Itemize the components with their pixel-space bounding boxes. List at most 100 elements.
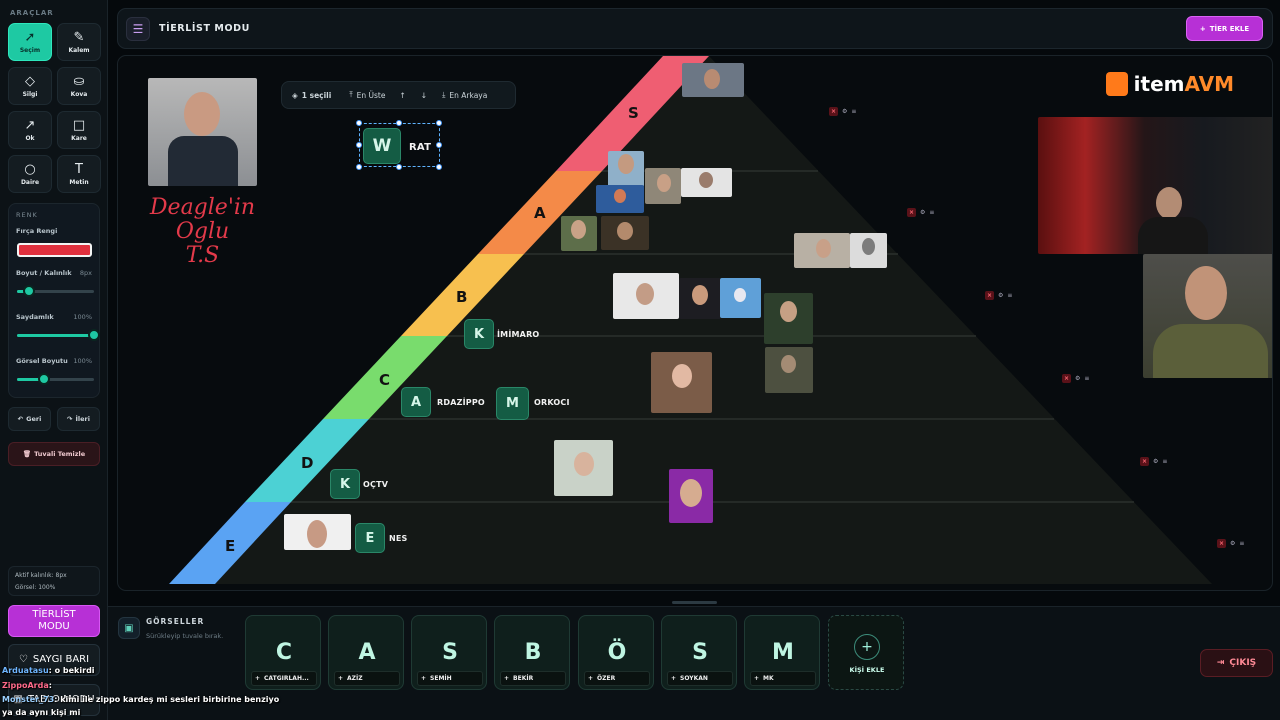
resize-handle[interactable] bbox=[436, 164, 442, 170]
person-card[interactable]: Ö+ÖZER bbox=[578, 615, 654, 690]
tool-circle[interactable]: ○ Daire bbox=[8, 155, 52, 193]
person-card[interactable]: B+BEKİR bbox=[494, 615, 570, 690]
resize-handle[interactable] bbox=[356, 120, 362, 126]
tool-text[interactable]: T Metin bbox=[57, 155, 101, 193]
tool-select[interactable]: ➚ Seçim bbox=[8, 23, 52, 61]
face bbox=[618, 154, 634, 174]
portrait-face bbox=[1185, 266, 1227, 320]
saygi-bari-label: SAYGI BARI bbox=[32, 654, 90, 665]
drawing-canvas[interactable]: S A B C D E ×⚙≡ ×⚙≡ ×⚙≡ ×⚙≡ ×⚙≡ ×⚙≡ ◈1 s… bbox=[117, 55, 1273, 591]
photo-tile[interactable] bbox=[651, 352, 712, 413]
photo-tile[interactable] bbox=[561, 216, 597, 251]
size-slider[interactable] bbox=[17, 285, 94, 297]
close-icon[interactable]: × bbox=[1062, 374, 1071, 383]
tool-select-label: Seçim bbox=[19, 46, 41, 54]
gear-icon[interactable]: ⚙ bbox=[1075, 375, 1081, 382]
gear-icon[interactable]: ⚙ bbox=[1153, 458, 1159, 465]
photo-tile[interactable] bbox=[608, 151, 644, 187]
person-name: CATGIRLAH... bbox=[264, 675, 309, 682]
photo-tile[interactable] bbox=[682, 63, 744, 97]
photo-tile[interactable] bbox=[554, 440, 613, 496]
photo-tile[interactable] bbox=[613, 273, 679, 319]
tool-square[interactable]: □ Kare bbox=[57, 111, 101, 149]
exit-button[interactable]: ⇥ ÇIKIŞ bbox=[1200, 649, 1273, 677]
tool-arrow[interactable]: ↗ Ok bbox=[8, 111, 52, 149]
person-card[interactable]: S+SOYKAN bbox=[661, 615, 737, 690]
name-card[interactable]: M bbox=[496, 387, 529, 420]
add-tier-button[interactable]: + TİER EKLE bbox=[1186, 16, 1263, 41]
tierlist-mode-button[interactable]: TİERLİST MODU bbox=[8, 605, 100, 637]
redo-button[interactable]: ↷ İleri bbox=[57, 407, 100, 431]
gear-icon[interactable]: ⚙ bbox=[842, 108, 848, 115]
photo-tile[interactable] bbox=[645, 168, 681, 204]
drag-handle-icon[interactable]: ≡ bbox=[929, 209, 935, 216]
tierlist-mode-label: TİERLİST MODU bbox=[32, 609, 76, 632]
drag-handle-icon[interactable]: ≡ bbox=[1162, 458, 1168, 465]
opacity-slider[interactable] bbox=[17, 329, 100, 341]
photo-tile[interactable] bbox=[596, 185, 644, 213]
gear-icon[interactable]: ⚙ bbox=[920, 209, 926, 216]
image-size-slider[interactable] bbox=[17, 373, 94, 385]
brush-color-swatch[interactable] bbox=[17, 243, 92, 257]
drag-handle-icon[interactable]: ≡ bbox=[1007, 292, 1013, 299]
resize-handle[interactable] bbox=[436, 120, 442, 126]
send-to-back-button[interactable]: ⤓En Arkaya bbox=[442, 90, 487, 100]
bring-to-front-button[interactable]: ⤒En Üste bbox=[349, 90, 385, 100]
top-bar: ☰ TİERLİST MODU + TİER EKLE bbox=[117, 8, 1273, 49]
photo-tile[interactable] bbox=[284, 514, 351, 550]
close-icon[interactable]: × bbox=[829, 107, 838, 116]
resize-handle[interactable] bbox=[436, 142, 442, 148]
resize-handle[interactable] bbox=[356, 142, 362, 148]
person-card[interactable]: S+SEMİH bbox=[411, 615, 487, 690]
gear-icon[interactable]: ⚙ bbox=[998, 292, 1004, 299]
photo-tile[interactable] bbox=[850, 233, 887, 268]
photo-tile[interactable] bbox=[720, 278, 761, 318]
brush-color-label: Fırça Rengi bbox=[16, 227, 58, 235]
name-card[interactable]: K bbox=[464, 319, 494, 349]
person-card[interactable]: C+CATGIRLAH... bbox=[245, 615, 321, 690]
drag-handle-icon[interactable]: ≡ bbox=[851, 108, 857, 115]
photo-tile[interactable] bbox=[765, 347, 813, 393]
tool-eraser[interactable]: ◇ Silgi bbox=[8, 67, 52, 105]
photo-tile[interactable] bbox=[764, 293, 813, 344]
close-icon[interactable]: × bbox=[907, 208, 916, 217]
name-card[interactable]: E bbox=[355, 523, 385, 553]
saygi-bari-button[interactable]: ♡ SAYGI BARI bbox=[8, 644, 100, 676]
photo-tile[interactable] bbox=[669, 469, 713, 523]
photo-tile[interactable] bbox=[794, 233, 850, 268]
person-initial: A bbox=[358, 640, 376, 665]
image-size-slider-knob[interactable] bbox=[37, 373, 50, 385]
photo-tile[interactable] bbox=[679, 278, 721, 319]
move-down-button[interactable]: ↓ bbox=[421, 91, 427, 100]
name-card[interactable]: W bbox=[363, 128, 401, 164]
move-up-button[interactable]: ↑ bbox=[399, 91, 405, 100]
tray-resize-handle[interactable] bbox=[672, 601, 717, 604]
portrait-photo[interactable] bbox=[1143, 254, 1272, 378]
list-icon[interactable]: ☰ bbox=[126, 17, 150, 41]
name-card[interactable]: K bbox=[330, 469, 360, 499]
undo-button[interactable]: ↶ Geri bbox=[8, 407, 51, 431]
person-card[interactable]: A+AZİZ bbox=[328, 615, 404, 690]
photo-tile[interactable] bbox=[601, 216, 649, 250]
person-card[interactable]: M+MK bbox=[744, 615, 820, 690]
resize-handle[interactable] bbox=[396, 164, 402, 170]
resize-handle[interactable] bbox=[356, 164, 362, 170]
tablo-mode-button[interactable]: ▦ TABLO MODU bbox=[8, 684, 100, 716]
tool-pencil[interactable]: ✎ Kalem bbox=[57, 23, 101, 61]
drag-handle-icon[interactable]: ≡ bbox=[1084, 375, 1090, 382]
clear-canvas-button[interactable]: 🗑 Tuvali Temizle bbox=[8, 442, 100, 466]
resize-handle[interactable] bbox=[396, 120, 402, 126]
gear-icon[interactable]: ⚙ bbox=[1230, 540, 1236, 547]
tool-square-label: Kare bbox=[71, 134, 87, 142]
close-icon[interactable]: × bbox=[985, 291, 994, 300]
size-slider-knob[interactable] bbox=[22, 285, 35, 297]
add-person-button[interactable]: + KİŞİ EKLE bbox=[828, 615, 904, 690]
close-icon[interactable]: × bbox=[1217, 539, 1226, 548]
name-card[interactable]: A bbox=[401, 387, 431, 417]
photo-tile[interactable] bbox=[681, 168, 732, 197]
opacity-slider-knob[interactable] bbox=[88, 329, 100, 341]
close-icon[interactable]: × bbox=[1140, 457, 1149, 466]
tool-bucket[interactable]: ⛀ Kova bbox=[57, 67, 101, 105]
drag-handle-icon[interactable]: ≡ bbox=[1239, 540, 1245, 547]
